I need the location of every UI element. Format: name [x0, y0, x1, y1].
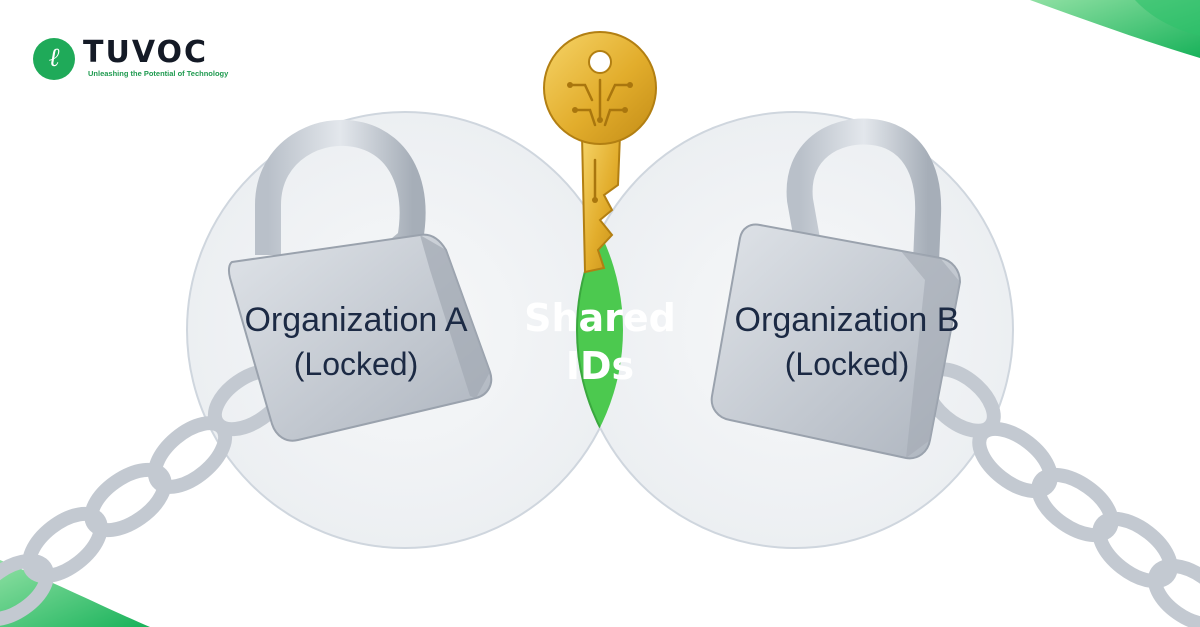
venn-intersection	[576, 112, 623, 548]
corner-decoration-top-right-inner	[1135, 0, 1200, 36]
brand-logo[interactable]: ℓ TUVOC Unleashing the Potential of Tech…	[33, 36, 233, 80]
shared-ids-label: Shared IDs	[500, 294, 700, 390]
brand-tagline: Unleashing the Potential of Technology	[88, 69, 229, 78]
organization-a-title: Organization A	[244, 301, 468, 339]
organization-b-label: Organization B (Locked)	[713, 298, 981, 386]
padlock-icon	[710, 118, 962, 460]
organization-b-title: Organization B	[734, 301, 960, 339]
brand-name: TUVOC	[83, 35, 209, 70]
organization-b-state: (Locked)	[784, 346, 910, 382]
brand-mark-icon: ℓ	[33, 38, 75, 80]
shared-ids-line1: Shared	[524, 296, 676, 340]
chain-icon	[0, 363, 293, 627]
organization-a-label: Organization A (Locked)	[222, 298, 490, 386]
key-icon	[543, 31, 657, 274]
organization-a-state: (Locked)	[293, 346, 419, 382]
shared-ids-line2: IDs	[565, 344, 635, 388]
padlock-icon	[227, 119, 493, 442]
